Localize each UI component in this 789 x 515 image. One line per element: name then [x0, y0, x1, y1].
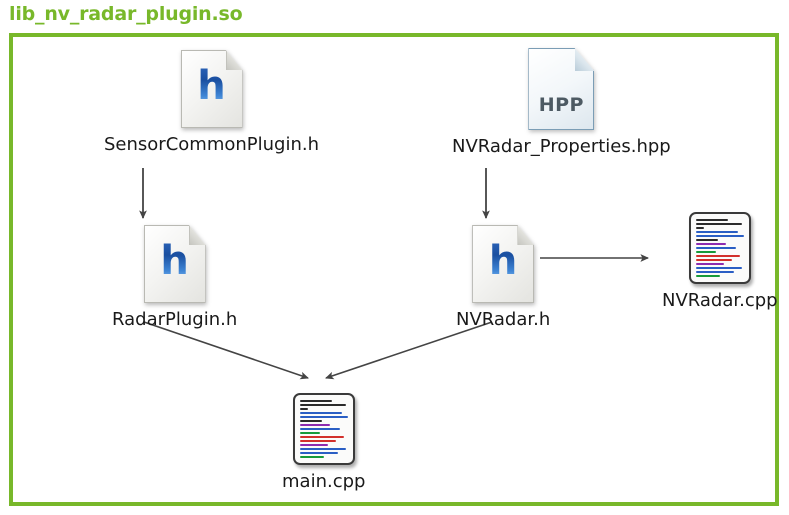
icon-glyph-h: h	[144, 241, 206, 281]
node-label: main.cpp	[282, 471, 366, 492]
code-line	[299, 400, 332, 402]
code-line	[299, 432, 320, 434]
code-line	[695, 239, 718, 241]
code-line	[695, 275, 720, 277]
icon-glyph-hpp: HPP	[538, 94, 584, 116]
code-line	[695, 219, 728, 221]
icon-glyph-h: h	[472, 241, 534, 281]
code-line	[299, 412, 342, 414]
code-line	[299, 456, 324, 458]
code-line	[299, 420, 322, 422]
node-label: NVRadar.cpp	[662, 290, 778, 311]
node-sensor-common-plugin-h[interactable]: h SensorCommonPlugin.h	[104, 50, 319, 155]
node-label: NVRadar.h	[456, 309, 551, 330]
code-line	[299, 436, 344, 438]
module-title: lib_nv_radar_plugin.so	[9, 3, 243, 25]
code-line	[299, 424, 330, 426]
node-main-cpp[interactable]: main.cpp	[282, 393, 365, 492]
code-line	[299, 452, 338, 454]
node-nvradar-h[interactable]: h NVRadar.h	[456, 225, 550, 330]
icon-corner-fold	[574, 48, 595, 71]
node-label: RadarPlugin.h	[112, 309, 238, 330]
code-line	[695, 247, 736, 249]
node-nvradar-properties-hpp[interactable]: HPP NVRadar_Properties.hpp	[452, 48, 671, 157]
code-line	[299, 440, 336, 442]
code-line	[695, 223, 742, 225]
code-line	[299, 408, 308, 410]
node-nvradar-cpp[interactable]: NVRadar.cpp	[662, 212, 778, 311]
hpp-file-icon: HPP	[528, 48, 595, 130]
node-radar-plugin-h[interactable]: h RadarPlugin.h	[112, 225, 237, 330]
cpp-file-icon	[292, 393, 355, 465]
code-line	[299, 444, 328, 446]
code-line	[695, 263, 724, 265]
cpp-file-icon	[688, 212, 751, 284]
code-line	[695, 231, 738, 233]
code-line	[299, 404, 346, 406]
code-line	[299, 448, 346, 450]
node-label: SensorCommonPlugin.h	[104, 134, 319, 155]
code-line	[695, 267, 742, 269]
code-line	[695, 235, 744, 237]
code-preview-lines	[695, 219, 745, 277]
code-line	[695, 227, 704, 229]
code-line	[695, 255, 740, 257]
code-line	[695, 243, 726, 245]
icon-glyph-h: h	[181, 66, 243, 106]
node-label: NVRadar_Properties.hpp	[452, 136, 671, 157]
code-line	[299, 428, 340, 430]
header-file-icon: h	[143, 225, 206, 303]
header-file-icon: h	[472, 225, 535, 303]
code-line	[695, 259, 732, 261]
module-boundary-box	[9, 33, 779, 506]
code-preview-lines	[299, 400, 349, 458]
code-line	[299, 416, 348, 418]
header-file-icon: h	[180, 50, 243, 128]
code-line	[695, 271, 734, 273]
code-line	[695, 251, 716, 253]
